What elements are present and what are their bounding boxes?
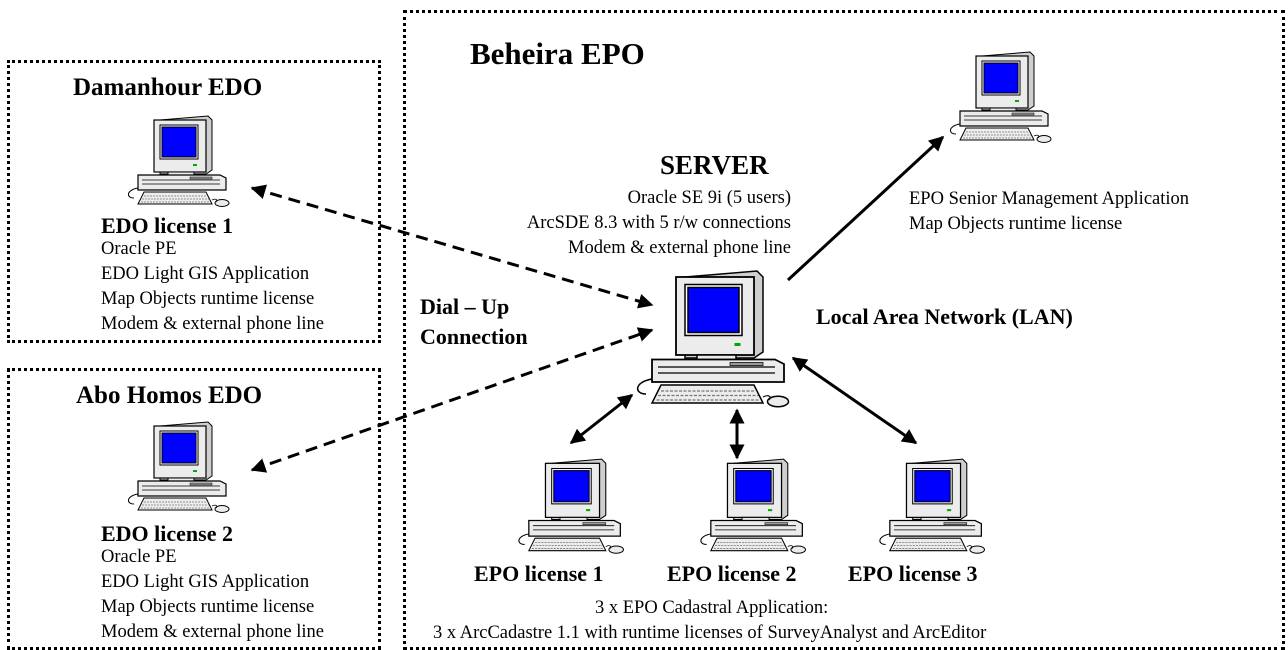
- detail-line: Map Objects runtime license: [909, 214, 1123, 234]
- lan-link-epo3: [791, 356, 918, 445]
- abohomos-edo-title: Abo Homos EDO: [76, 382, 263, 409]
- detail-line: ArcSDE 8.3 with 5 r/w connections: [526, 213, 791, 233]
- detail-line: EDO Light GIS Application: [101, 572, 310, 592]
- senior-computer-icon: [950, 51, 1052, 143]
- cadastral-app-line1: 3 x EPO Cadastral Application:: [595, 598, 829, 618]
- server-details: Oracle SE 9i (5 users) ArcSDE 8.3 with 5…: [453, 186, 791, 261]
- server-title: SERVER: [660, 150, 769, 180]
- server-computer-icon: [637, 270, 790, 408]
- abohomos-computer-icon: [128, 421, 230, 513]
- damanhour-license-details: Oracle PE EDO Light GIS Application Map …: [101, 237, 324, 337]
- detail-line: Modem & external phone line: [568, 238, 791, 258]
- dialup-label-line: Connection: [420, 324, 528, 349]
- detail-line: EPO Senior Management Application: [909, 189, 1190, 209]
- detail-line: Map Objects runtime license: [101, 597, 315, 617]
- lan-label: Local Area Network (LAN): [816, 304, 1073, 329]
- epo-license-3-label: EPO license 3: [848, 561, 978, 586]
- detail-line: EDO Light GIS Application: [101, 264, 310, 284]
- epo2-computer-icon: [700, 458, 806, 554]
- dialup-link-damanhour: [250, 184, 654, 309]
- epo1-computer-icon: [518, 458, 624, 554]
- detail-line: Oracle PE: [101, 239, 177, 259]
- senior-details: EPO Senior Management Application Map Ob…: [909, 187, 1189, 237]
- epo-license-2-label: EPO license 2: [667, 561, 797, 586]
- detail-line: Modem & external phone line: [101, 622, 324, 642]
- dialup-label: Dial – Up Connection: [420, 292, 528, 352]
- detail-line: Oracle PE: [101, 547, 177, 567]
- detail-line: Modem & external phone line: [101, 314, 324, 334]
- abohomos-edo-boundary: [7, 368, 381, 650]
- beheira-epo-title: Beheira EPO: [470, 36, 645, 71]
- lan-link-epo1: [569, 393, 634, 445]
- cadastral-app-line2: 3 x ArcCadastre 1.1 with runtime license…: [433, 623, 987, 643]
- dialup-link-abohomos: [250, 327, 654, 473]
- damanhour-edo-title: Damanhour EDO: [73, 74, 263, 101]
- detail-line: Oracle SE 9i (5 users): [627, 188, 791, 208]
- damanhour-license-label: EDO license 1: [101, 213, 233, 238]
- abohomos-license-details: Oracle PE EDO Light GIS Application Map …: [101, 545, 324, 645]
- abohomos-license-label: EDO license 2: [101, 521, 233, 546]
- damanhour-computer-icon: [128, 115, 230, 207]
- epo3-computer-icon: [879, 458, 985, 554]
- detail-line: Map Objects runtime license: [101, 289, 315, 309]
- lan-link-senior: [786, 135, 945, 282]
- dialup-label-line: Dial – Up: [420, 294, 510, 319]
- epo-license-1-label: EPO license 1: [474, 561, 604, 586]
